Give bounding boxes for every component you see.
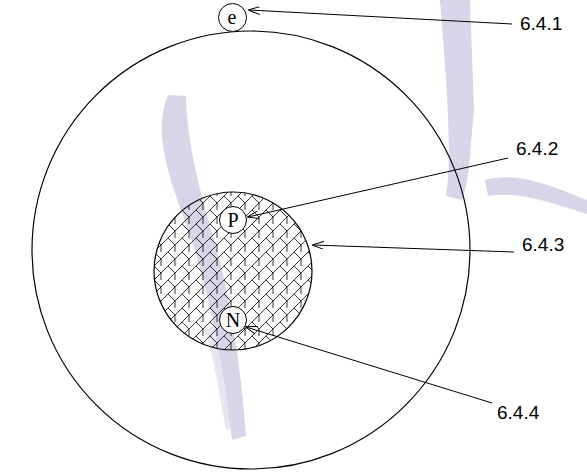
watermark bbox=[162, 0, 587, 440]
leader-lines bbox=[246, 10, 514, 403]
electron-orbit bbox=[32, 31, 470, 469]
nucleus bbox=[154, 192, 312, 350]
electron-circle: e bbox=[218, 3, 247, 32]
callout-number: 6.4.4 bbox=[497, 403, 539, 422]
neutron-circle: N bbox=[219, 306, 247, 334]
callout-number: 6.4.1 bbox=[520, 14, 562, 33]
particle-symbol: N bbox=[226, 310, 240, 330]
particle-symbol: e bbox=[228, 7, 237, 27]
particle-symbol: P bbox=[227, 210, 238, 230]
callout-number: 6.4.2 bbox=[516, 139, 558, 158]
proton-circle: P bbox=[219, 206, 247, 234]
callout-number: 6.4.3 bbox=[522, 235, 564, 254]
